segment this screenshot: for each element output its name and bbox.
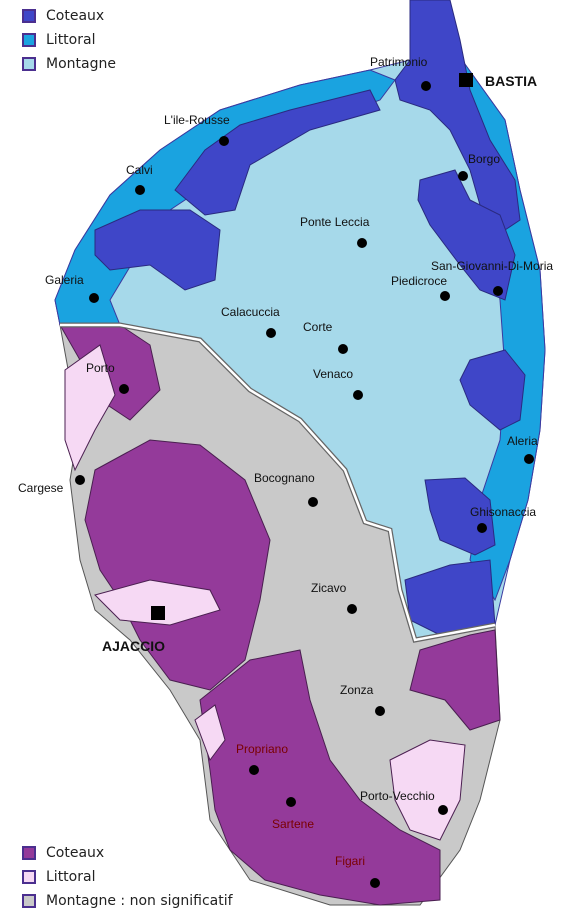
town-marker [477, 523, 487, 533]
south-littoral-propriano [194, 704, 226, 762]
legend-north: Coteaux Littoral Montagne [22, 4, 116, 76]
prefecture-marker [151, 606, 165, 620]
town-marker [286, 797, 296, 807]
town-marker [338, 344, 348, 354]
legend-item-montagne: Montagne : non significatif [22, 889, 233, 913]
legend-swatch [22, 33, 36, 47]
town-marker [266, 328, 276, 338]
town-label-bocognano: Bocognano [254, 471, 315, 485]
town-label-figari: Figari [335, 854, 365, 868]
town-label-propriano: Propriano [236, 742, 288, 756]
town-label-corte: Corte [303, 320, 333, 334]
legend-item-littoral: Littoral [22, 865, 233, 889]
town-label-zonza: Zonza [340, 683, 374, 697]
south-littoral-ajaccio [94, 579, 221, 626]
town-marker [219, 136, 229, 146]
town-label-zicavo: Zicavo [311, 581, 347, 595]
legend-swatch [22, 870, 36, 884]
town-marker [347, 604, 357, 614]
town-label-calacuccia: Calacuccia [221, 305, 280, 319]
town-label-patrimonio: Patrimonio [370, 55, 428, 69]
town-marker [357, 238, 367, 248]
legend-item-coteaux: Coteaux [22, 4, 116, 28]
town-label-piedicroce: Piedicroce [391, 274, 447, 288]
legend-swatch [22, 57, 36, 71]
town-label-ile-rousse: L'ile-Rousse [164, 113, 230, 127]
legend-label: Coteaux [46, 8, 105, 24]
town-marker [438, 805, 448, 815]
town-label-borgo: Borgo [468, 152, 500, 166]
town-marker [370, 878, 380, 888]
legend-item-montagne: Montagne [22, 52, 116, 76]
legend-label: Montagne : non significatif [46, 893, 233, 909]
town-marker [119, 384, 129, 394]
legend-swatch [22, 846, 36, 860]
legend-label: Montagne [46, 56, 116, 72]
town-label-galeria: Galeria [45, 273, 84, 287]
town-marker [249, 765, 259, 775]
legend-label: Littoral [46, 32, 96, 48]
legend-swatch [22, 9, 36, 23]
town-marker [353, 390, 363, 400]
town-label-ajaccio: AJACCIO [102, 638, 165, 654]
town-label-calvi: Calvi [126, 163, 153, 177]
town-label-bastia: BASTIA [485, 73, 537, 89]
town-marker [135, 185, 145, 195]
town-marker [440, 291, 450, 301]
north-coteaux-east-low [459, 349, 526, 431]
department-boundary-inner [60, 323, 496, 642]
town-label-porto: Porto [86, 361, 115, 375]
town-label-ghisonaccia: Ghisonaccia [470, 505, 536, 519]
town-marker [493, 286, 503, 296]
town-label-cargese: Cargese [18, 481, 64, 495]
legend-label: Coteaux [46, 845, 105, 861]
town-marker [524, 454, 534, 464]
town-marker [308, 497, 318, 507]
north-coteaux-balagne [174, 89, 381, 216]
legend-item-coteaux: Coteaux [22, 841, 233, 865]
town-marker [375, 706, 385, 716]
south-littoral-cargese [64, 344, 116, 472]
south-coteaux-east [409, 629, 501, 731]
town-marker [458, 171, 468, 181]
legend-south: Coteaux Littoral Montagne : non signific… [22, 841, 233, 913]
town-label-porto-vecchio: Porto-Vecchio [360, 789, 435, 803]
town-marker [421, 81, 431, 91]
town-label-san-giovanni: San-Giovanni-Di-Moria [431, 259, 553, 273]
legend-swatch [22, 894, 36, 908]
town-marker [89, 293, 99, 303]
north-coteaux-ghisonaccia [424, 477, 496, 556]
town-marker [75, 475, 85, 485]
prefecture-marker [459, 73, 473, 87]
south-coteaux-west [84, 439, 271, 691]
town-label-sartene: Sartene [272, 817, 314, 831]
south-coteaux-south [199, 649, 441, 906]
town-label-venaco: Venaco [313, 367, 353, 381]
town-label-ponte-leccia: Ponte Leccia [300, 215, 370, 229]
south-littoral-portovecchio [389, 739, 466, 841]
town-label-aleria: Aleria [507, 434, 538, 448]
north-coteaux-east-mid [417, 169, 516, 301]
north-coteaux-west [94, 209, 221, 291]
legend-label: Littoral [46, 869, 96, 885]
legend-item-littoral: Littoral [22, 28, 116, 52]
